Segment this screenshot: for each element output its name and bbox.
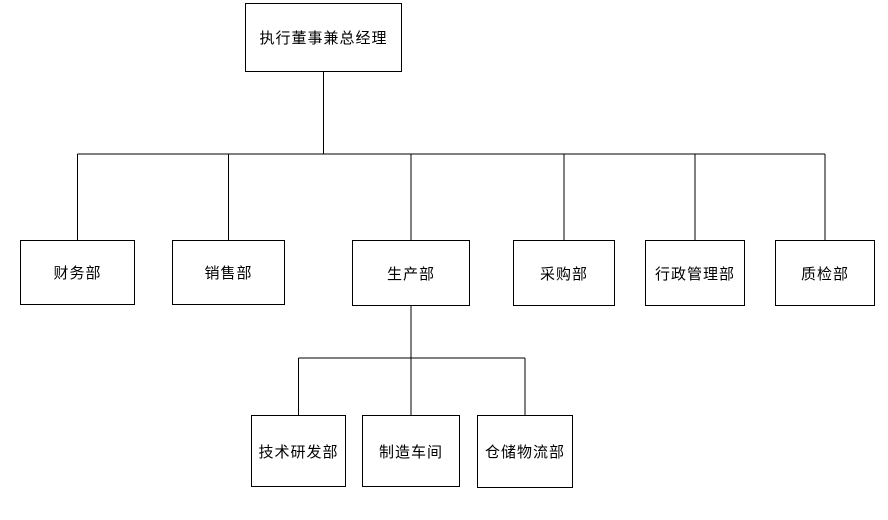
org-node-label: 仓储物流部 <box>484 444 565 461</box>
org-node-label: 销售部 <box>204 265 253 282</box>
org-node-production: 生产部 <box>352 240 470 306</box>
org-node-sales: 销售部 <box>172 240 285 305</box>
org-node-label: 行政管理部 <box>654 265 735 283</box>
org-node-purchasing: 采购部 <box>513 240 615 306</box>
org-node-logistics: 仓储物流部 <box>477 415 573 488</box>
org-node-quality: 质检部 <box>775 240 875 306</box>
org-node-workshop: 制造车间 <box>362 415 460 487</box>
org-node-label: 执行董事兼总经理 <box>259 30 388 47</box>
org-node-label: 财务部 <box>53 265 102 282</box>
org-node-label: 制造车间 <box>378 443 443 461</box>
org-node-label: 采购部 <box>539 265 588 283</box>
org-node-label: 生产部 <box>386 265 435 283</box>
org-node-label: 质检部 <box>800 265 849 283</box>
org-node-admin: 行政管理部 <box>645 240 745 306</box>
org-node-label: 技术研发部 <box>258 443 339 461</box>
org-node-rnd: 技术研发部 <box>251 415 346 487</box>
org-node-ceo: 执行董事兼总经理 <box>245 3 402 72</box>
org-node-finance: 财务部 <box>20 240 135 305</box>
